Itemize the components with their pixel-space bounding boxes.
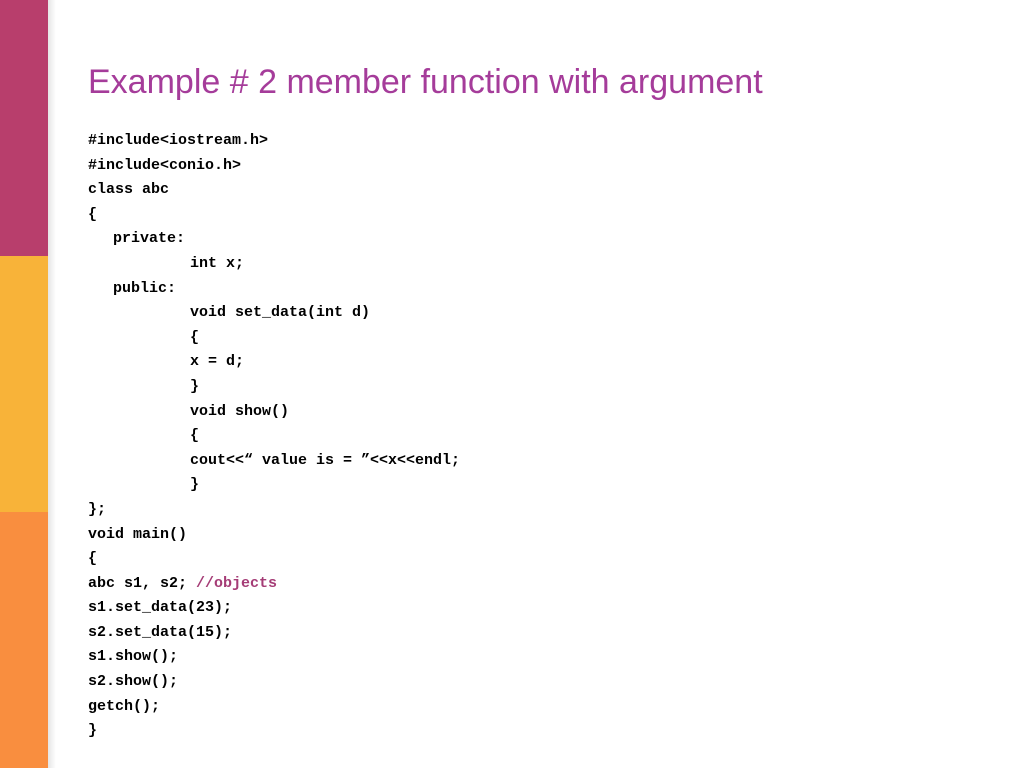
code-line: x = d; xyxy=(88,350,460,375)
code-text: { xyxy=(88,205,98,223)
stripe-shadow xyxy=(48,0,56,768)
code-text: getch(); xyxy=(88,697,161,715)
code-line: }; xyxy=(88,498,460,523)
accent-stripe-middle xyxy=(0,256,48,512)
code-text: s1.show(); xyxy=(88,648,179,666)
accent-stripe-top xyxy=(0,0,48,256)
code-text: } xyxy=(190,476,200,494)
code-line: void main() xyxy=(88,523,460,548)
code-line: s1.set_data(23); xyxy=(88,596,460,621)
code-line: s2.show(); xyxy=(88,670,460,695)
code-text: } xyxy=(190,377,200,395)
code-text: { xyxy=(190,427,200,445)
code-text: #include<conio.h> xyxy=(88,156,242,174)
slide-title: Example # 2 member function with argumen… xyxy=(88,63,763,101)
code-block: #include<iostream.h> #include<conio.h> cla… xyxy=(88,129,460,744)
accent-stripe-bottom xyxy=(0,512,48,768)
code-line: int x; xyxy=(88,252,460,277)
code-line: { xyxy=(88,424,460,449)
code-line: { xyxy=(88,547,460,572)
code-text: #include<iostream.h> xyxy=(88,132,269,149)
code-line: getch(); xyxy=(88,695,460,720)
code-text: void show() xyxy=(190,402,290,420)
code-text: { xyxy=(190,328,200,346)
code-text: void set_data(int d) xyxy=(190,304,371,322)
code-line: #include<conio.h> xyxy=(88,154,460,179)
code-text: } xyxy=(88,722,98,740)
code-line: s1.show(); xyxy=(88,645,460,670)
code-line: abc s1, s2; //objects xyxy=(88,572,460,597)
code-text: x = d; xyxy=(190,353,245,371)
code-text: }; xyxy=(88,500,107,518)
code-text: cout<<“ value is = ”<<x<<endl; xyxy=(190,451,461,469)
code-line: } xyxy=(88,719,460,744)
code-line: } xyxy=(88,375,460,400)
code-text: public: xyxy=(113,279,177,297)
code-text: abc s1, s2; xyxy=(88,574,197,592)
code-text: int x; xyxy=(190,254,245,272)
code-line: cout<<“ value is = ”<<x<<endl; xyxy=(88,449,460,474)
code-line: } xyxy=(88,473,460,498)
code-line: { xyxy=(88,326,460,351)
code-line: public: xyxy=(88,277,460,302)
code-line: void set_data(int d) xyxy=(88,301,460,326)
code-line: void show() xyxy=(88,400,460,425)
code-text: s1.set_data(23); xyxy=(88,599,233,617)
code-line: { xyxy=(88,203,460,228)
code-line: private: xyxy=(88,227,460,252)
code-text: s2.set_data(15); xyxy=(88,623,233,641)
code-line: s2.set_data(15); xyxy=(88,621,460,646)
code-line: class abc xyxy=(88,178,460,203)
code-text: class abc xyxy=(88,181,170,199)
code-comment: //objects xyxy=(196,574,278,592)
code-text: { xyxy=(88,550,98,568)
code-text: s2.show(); xyxy=(88,673,179,691)
code-line: #include<iostream.h> xyxy=(88,129,460,154)
code-text: private: xyxy=(113,230,186,248)
code-text: void main() xyxy=(88,525,188,543)
